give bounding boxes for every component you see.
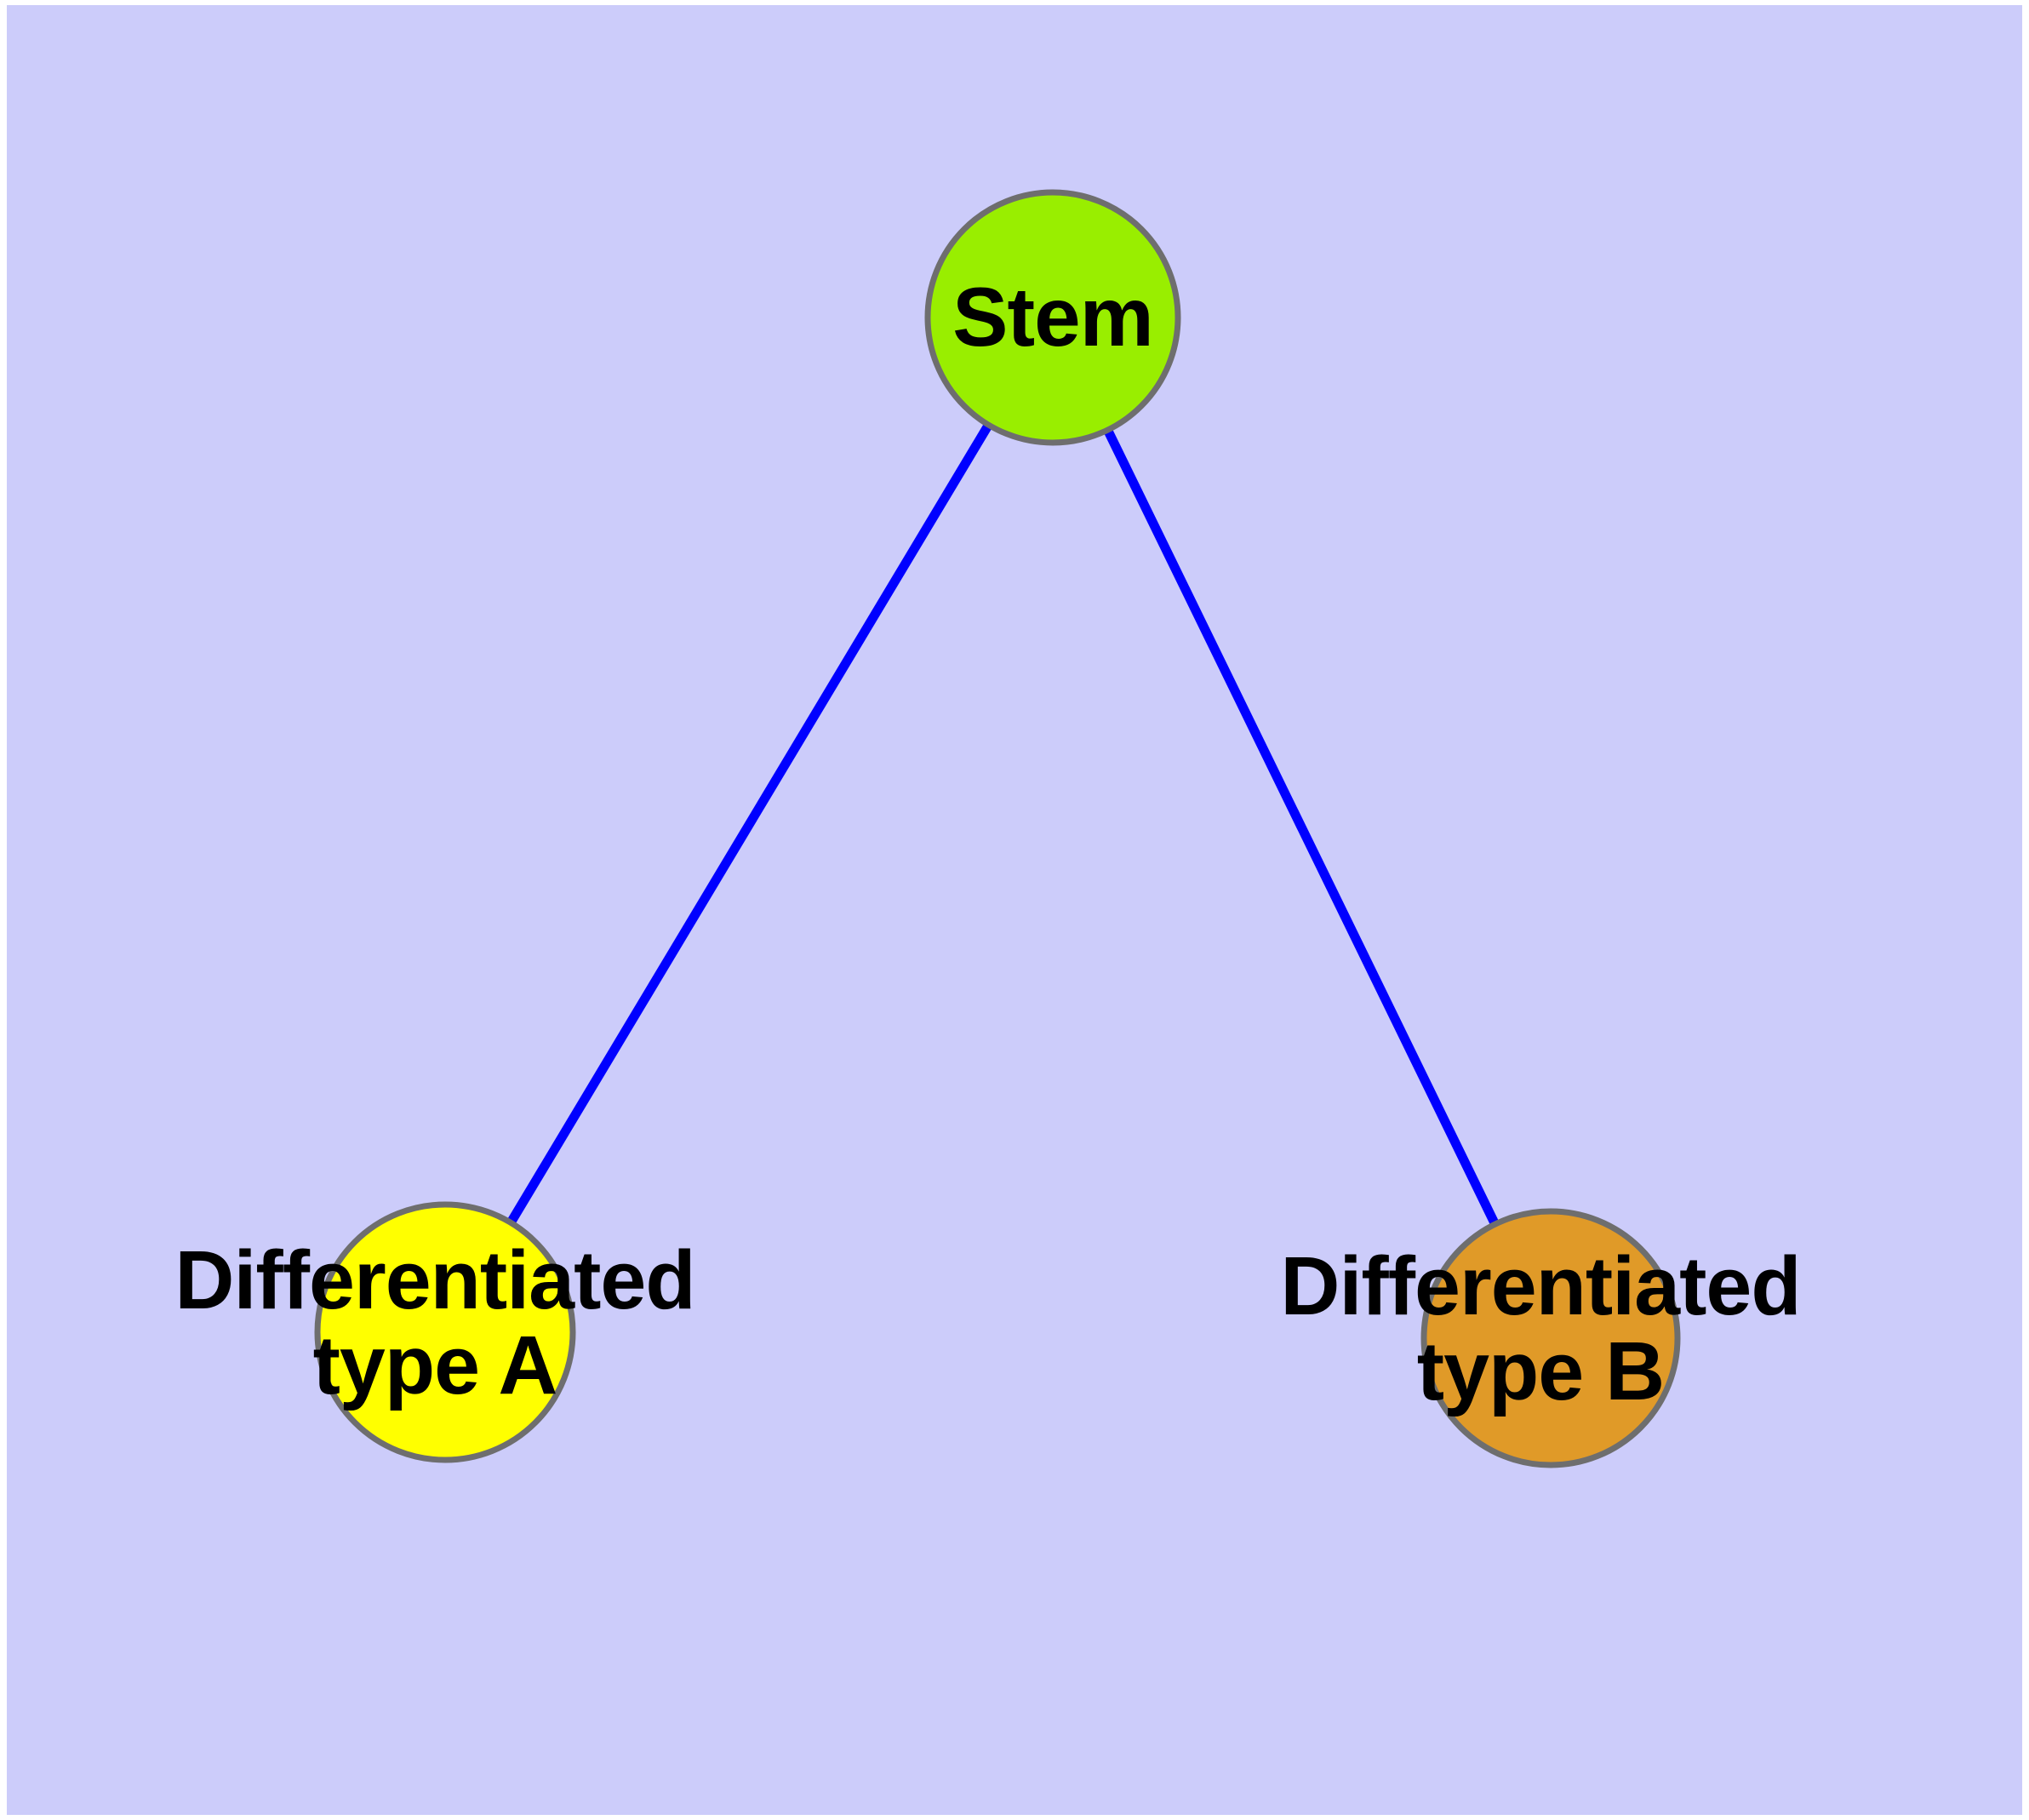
graph-svg <box>314 189 1681 1468</box>
edge-stem-to-differentiated-type-b <box>1104 429 1499 1225</box>
graph-plot-area: Stem Differentiated type A Differentiate… <box>7 5 2022 1815</box>
node-differentiated-type-b[interactable] <box>1420 1208 1681 1468</box>
node-layer <box>314 189 1681 1468</box>
node-stem[interactable] <box>924 189 1181 446</box>
edge-layer <box>507 423 1499 1225</box>
edge-stem-to-differentiated-type-a <box>507 423 992 1224</box>
node-differentiated-type-a[interactable] <box>314 1201 576 1463</box>
